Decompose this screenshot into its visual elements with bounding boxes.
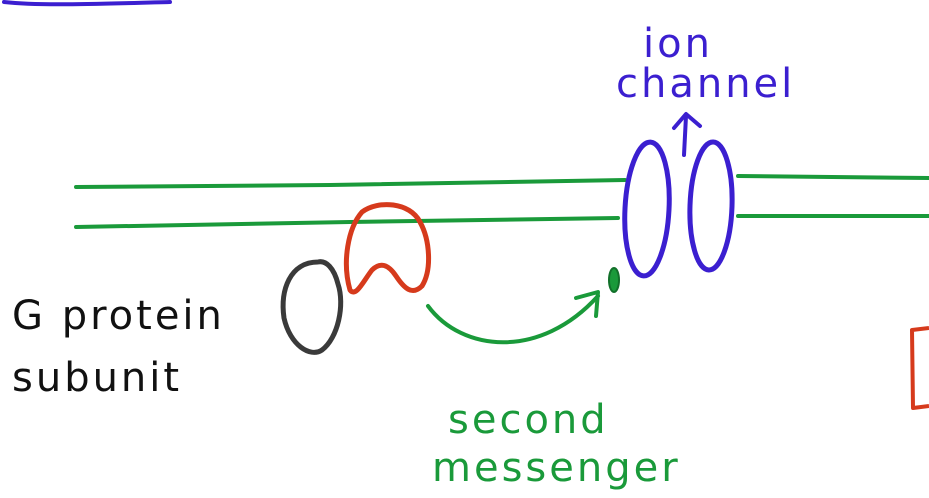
second-messenger-dot [608, 267, 620, 293]
g-protein-label-line1: G protein [12, 293, 225, 339]
ion-channel-right-subunit [687, 139, 735, 273]
g-protein-black-subunit [280, 259, 344, 355]
g-protein-label-line2: subunit [12, 355, 183, 401]
ion-channel-up-arrowhead [672, 112, 702, 130]
membrane-outer-line [74, 178, 627, 189]
cut-heading-stroke [2, 0, 172, 7]
ion-channel-left-subunit [622, 139, 672, 279]
g-protein-red-subunit [343, 202, 432, 295]
ion-channel-label-line1: ion [643, 21, 713, 67]
ion-channel-label-line2: channel [616, 61, 796, 107]
second-messenger-arrow [426, 294, 600, 345]
membrane-outer-line-right [736, 174, 929, 180]
ion-channel-up-arrow [682, 114, 688, 157]
cut-box-right [910, 326, 929, 410]
second-messenger-label-line1: second [448, 397, 609, 443]
second-messenger-arrowhead [574, 290, 600, 318]
membrane-inner-line [74, 216, 620, 229]
second-messenger-label-line2: messenger [432, 445, 681, 491]
